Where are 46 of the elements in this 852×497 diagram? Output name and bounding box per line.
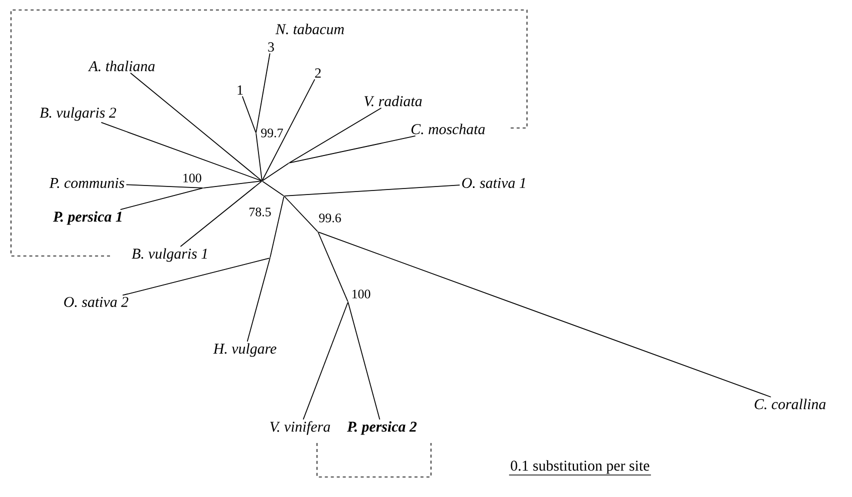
branch-line — [289, 108, 382, 164]
branch-line — [256, 52, 270, 133]
branch-line — [262, 78, 316, 181]
taxon-label: V. vinifera — [270, 421, 330, 435]
species-label: N. tabacum — [275, 24, 344, 34]
branch-line — [100, 122, 262, 182]
branch-line — [302, 302, 348, 420]
branch-line — [262, 162, 289, 182]
branch-line — [284, 184, 460, 196]
branch-line — [256, 133, 262, 181]
branch-line — [284, 196, 318, 232]
branch-line — [180, 180, 262, 247]
taxon-label: B. vulgaris 2 — [40, 107, 116, 121]
taxon-label: B. vulgaris 1 — [132, 248, 207, 262]
leaf-number: 1 — [238, 85, 243, 95]
branch-line — [122, 258, 270, 296]
bootstrap-value: 99.6 — [318, 213, 342, 223]
branch-line — [126, 184, 203, 188]
branch-line — [203, 180, 262, 188]
branch-line — [289, 136, 416, 164]
taxon-label: P. persica 2 — [347, 421, 417, 435]
bootstrap-value: 100 — [350, 289, 372, 299]
taxon-label: O. sativa 1 — [462, 178, 525, 188]
branch-line — [270, 196, 284, 258]
taxon-label: H. vulgare — [213, 343, 276, 357]
branch-line — [130, 72, 262, 181]
taxon-label: P. persica 1 — [53, 211, 122, 225]
taxon-label: A. thaliana — [88, 60, 155, 72]
taxon-label: C. corallina — [754, 398, 826, 410]
branch-line — [120, 188, 203, 210]
taxon-label: P. communis — [49, 178, 124, 188]
taxon-label: V. radiata — [364, 96, 422, 106]
taxon-label: O. sativa 2 — [64, 296, 128, 308]
taxon-label: C. moschata — [411, 124, 485, 134]
branch-line — [246, 258, 270, 342]
branch-line — [318, 232, 348, 302]
scale-bar: 0.1 substitution per site — [508, 460, 652, 476]
branch-line — [348, 302, 380, 420]
branch-line — [242, 96, 256, 133]
leaf-number: 2 — [315, 68, 321, 78]
bootstrap-value: 100 — [182, 173, 202, 183]
bootstrap-value: 99.7 — [260, 128, 284, 138]
branch-line — [262, 180, 284, 196]
bootstrap-value: 78.5 — [248, 207, 272, 217]
leaf-number: 3 — [268, 42, 274, 52]
branch-line — [318, 232, 772, 398]
